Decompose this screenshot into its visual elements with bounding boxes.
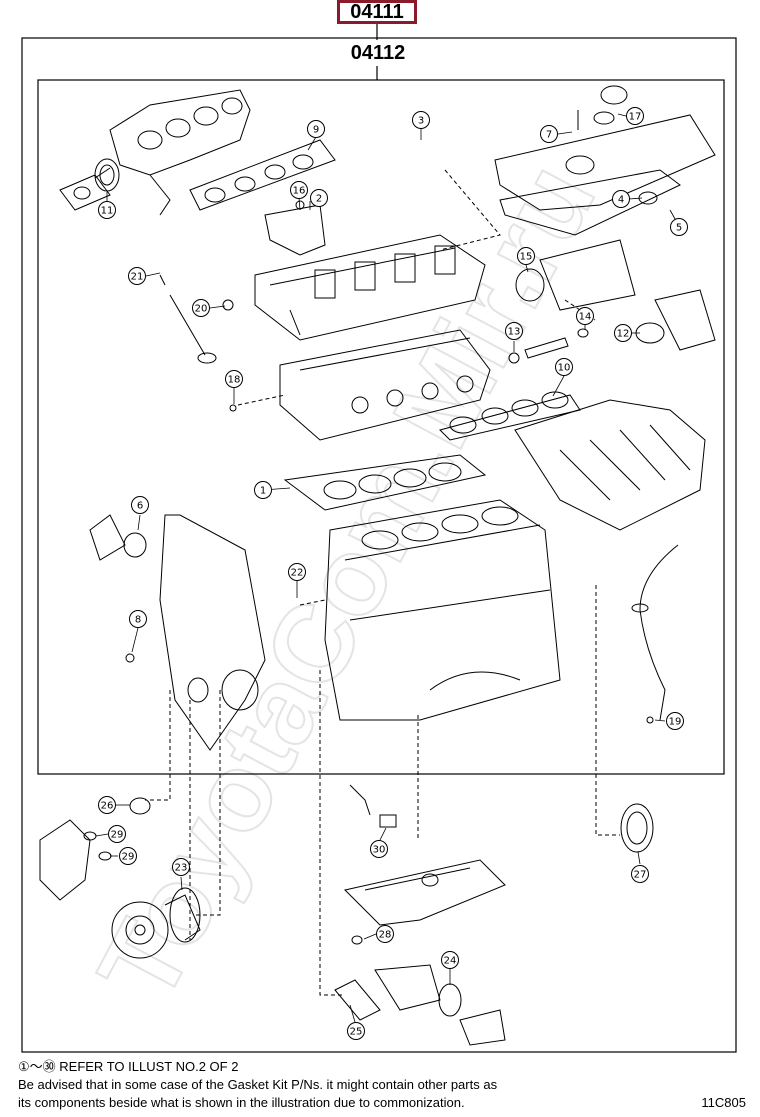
callout-26[interactable]: 26 [98,796,116,814]
callout-6[interactable]: 6 [131,496,149,514]
callout-16[interactable]: 16 [290,181,308,199]
callout-label: 9 [313,125,319,136]
oil-level-gauge [631,544,679,724]
callout-2[interactable]: 2 [310,189,328,207]
callout-label: 11 [101,206,114,217]
callout-label: 16 [293,186,306,197]
callout-7[interactable]: 7 [540,125,558,143]
kit-outer-frame [21,37,737,1053]
callout-28[interactable]: 28 [376,925,394,943]
advisory-note-line-1: Be advised that in some case of the Gask… [18,1077,498,1092]
kit-inner-frame [37,79,725,775]
callout-label: 8 [135,615,141,626]
callout-label: 1 [260,486,266,497]
callout-25[interactable]: 25 [347,1022,365,1040]
callout-17[interactable]: 17 [626,107,644,125]
callout-30[interactable]: 30 [370,840,388,858]
callout-label: 17 [629,112,642,123]
callout-label: 10 [558,363,571,374]
kit-code-outer[interactable]: 04111 [337,0,417,24]
callout-23[interactable]: 23 [172,858,190,876]
callout-label: 20 [195,304,208,315]
callout-label: 3 [418,116,424,127]
callout-label: 28 [379,930,392,941]
callout-13[interactable]: 13 [505,322,523,340]
intake-manifold [514,399,706,531]
callout-4[interactable]: 4 [612,190,630,208]
callout-29[interactable]: 29 [108,825,126,843]
callout-label: 22 [291,568,304,579]
callout-29[interactable]: 29 [119,847,137,865]
exhaust-manifold [59,89,251,216]
callout-5[interactable]: 5 [670,218,688,236]
callout-24[interactable]: 24 [441,951,459,969]
callout-label: 29 [111,830,124,841]
callout-label: 4 [618,195,624,206]
callout-label: 18 [228,375,241,386]
callout-label: 29 [122,852,135,863]
callout-label: 6 [137,501,143,512]
oil-pan [344,784,506,945]
callout-18[interactable]: 18 [225,370,243,388]
callout-15[interactable]: 15 [517,247,535,265]
callout-label: 15 [520,252,533,263]
callout-label: 5 [676,223,682,234]
cam-housing [254,234,486,341]
timing-chain-cover [89,514,266,751]
head-gasket [283,454,487,511]
callout-12[interactable]: 12 [614,324,632,342]
callout-27[interactable]: 27 [631,865,649,883]
callout-20[interactable]: 20 [192,299,210,317]
illustration-code: 11C805 [701,1095,746,1110]
exhaust-manifold-gasket [189,139,336,211]
callout-1[interactable]: 1 [254,481,272,499]
callout-label: 13 [508,327,521,338]
callout-3[interactable]: 3 [412,111,430,129]
callout-label: 30 [373,845,386,856]
callout-19[interactable]: 19 [666,712,684,730]
callout-label: 14 [579,312,592,323]
callout-label: 7 [546,130,552,141]
callout-label: 23 [175,863,188,874]
callout-9[interactable]: 9 [307,120,325,138]
callout-label: 26 [101,801,114,812]
callout-8[interactable]: 8 [129,610,147,628]
callout-22[interactable]: 22 [288,563,306,581]
callout-21[interactable]: 21 [128,267,146,285]
valve-cover [494,85,716,236]
engine-block [324,499,561,721]
callout-label: 21 [131,272,144,283]
advisory-note-line-2: its components beside what is shown in t… [18,1095,465,1110]
watermark: ToyotaCom.Mir.ru [75,144,619,1020]
callout-label: 27 [634,870,647,881]
water-pump [39,797,201,959]
callout-markers: 1234567891011121314151617181920212223242… [98,107,688,1040]
callout-11[interactable]: 11 [98,201,116,219]
callout-label: 2 [316,194,322,205]
callout-label: 12 [617,329,630,340]
callout-label: 24 [444,956,457,967]
kit-code-inner[interactable]: 04112 [340,40,416,66]
callout-14[interactable]: 14 [576,307,594,325]
callout-label: 19 [669,717,682,728]
callout-label: 25 [350,1027,363,1038]
callout-10[interactable]: 10 [555,358,573,376]
cylinder-head [279,329,491,441]
refer-illustration-note: ①～㉚ REFER TO ILLUST NO.2 OF 2 [18,1059,239,1074]
